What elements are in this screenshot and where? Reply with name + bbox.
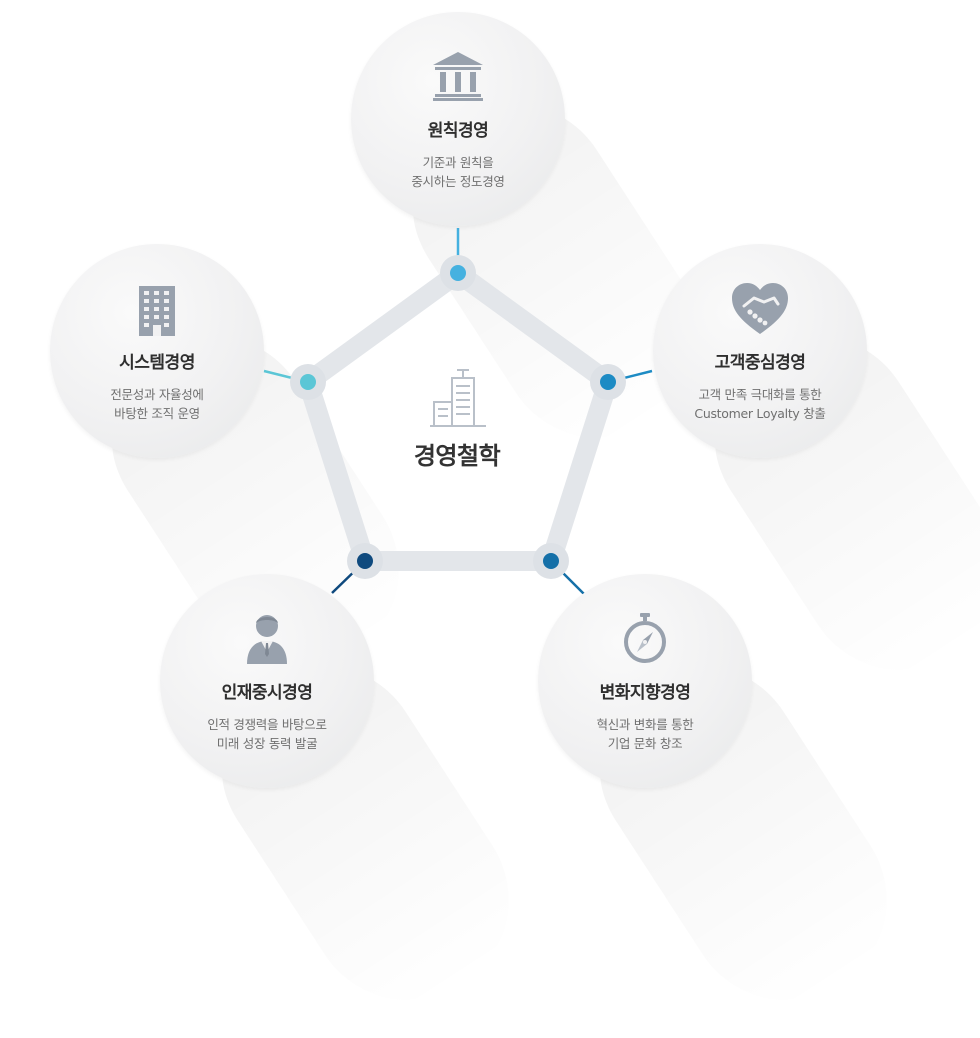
building-icon xyxy=(138,286,176,340)
card-people: 인재중시경영 인적 경쟁력을 바탕으로 미래 성장 동력 발굴 xyxy=(160,574,374,788)
center-buildings-icon xyxy=(430,366,486,432)
card-system: 시스템경영 전문성과 자율성에 바탕한 조직 운영 xyxy=(50,244,264,458)
card-desc-line2-change: 기업 문화 창조 xyxy=(607,736,683,751)
center-title: 경영철학 xyxy=(413,442,501,470)
card-title-principle: 원칙경영 xyxy=(427,121,489,141)
card-desc-line1-people: 인적 경쟁력을 바탕으로 xyxy=(207,717,327,732)
businessman-icon xyxy=(245,612,289,668)
card-desc-change: 혁신과 변화를 통한 기업 문화 창조 xyxy=(550,715,740,753)
node-dot-people xyxy=(357,553,373,569)
card-desc-customer: 고객 만족 극대화를 통한 Customer Loyalty 창출 xyxy=(665,385,855,423)
node-dot-change xyxy=(543,553,559,569)
card-desc-line1-system: 전문성과 자율성에 xyxy=(110,387,204,402)
handshake-heart-icon xyxy=(730,282,790,340)
node-dot-principle xyxy=(450,265,466,281)
card-title-change: 변화지향경영 xyxy=(599,683,691,703)
node-dot-system xyxy=(300,374,316,390)
card-desc-principle: 기준과 원칙을 중시하는 정도경영 xyxy=(363,153,553,191)
card-desc-system: 전문성과 자율성에 바탕한 조직 운영 xyxy=(62,385,252,423)
compass-icon xyxy=(623,612,667,668)
card-customer: 고객중심경영 고객 만족 극대화를 통한 Customer Loyalty 창출 xyxy=(653,244,867,458)
card-principle: 원칙경영 기준과 원칙을 중시하는 정도경영 xyxy=(351,12,565,226)
card-desc-people: 인적 경쟁력을 바탕으로 미래 성장 동력 발굴 xyxy=(172,715,362,753)
bank-icon xyxy=(431,50,485,106)
card-desc-line1-customer: 고객 만족 극대화를 통한 xyxy=(698,387,822,402)
card-desc-line2-system: 바탕한 조직 운영 xyxy=(114,406,200,421)
card-title-people: 인재중시경영 xyxy=(221,683,313,703)
card-change: 변화지향경영 혁신과 변화를 통한 기업 문화 창조 xyxy=(538,574,752,788)
pentagon-frame xyxy=(298,263,618,571)
card-desc-line2-principle: 중시하는 정도경영 xyxy=(411,174,505,189)
card-desc-line2-people: 미래 성장 동력 발굴 xyxy=(216,736,318,751)
card-desc-line2-customer: Customer Loyalty 창출 xyxy=(694,406,826,421)
card-title-system: 시스템경영 xyxy=(119,353,195,373)
pentagon-diagram xyxy=(263,228,653,595)
card-desc-line1-principle: 기준과 원칙을 xyxy=(422,155,494,170)
card-desc-line1-change: 혁신과 변화를 통한 xyxy=(596,717,694,732)
node-dot-customer xyxy=(600,374,616,390)
card-title-customer: 고객중심경영 xyxy=(714,353,806,373)
